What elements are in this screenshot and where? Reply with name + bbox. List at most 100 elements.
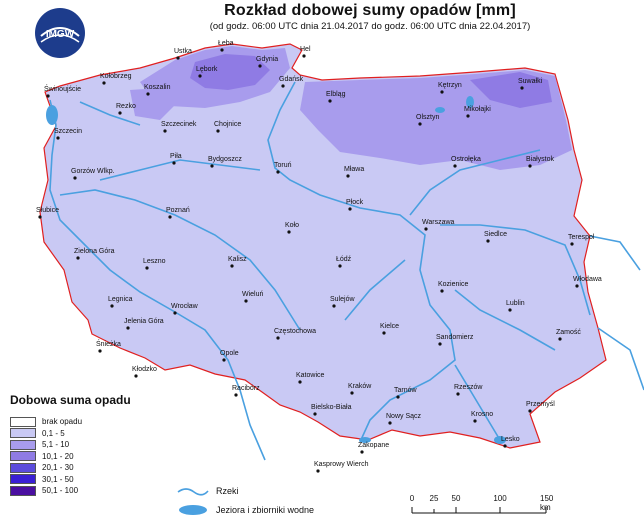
lakes-label: Jeziora i zbiorniki wodne bbox=[216, 505, 315, 515]
city-dot bbox=[276, 336, 280, 340]
city-dot bbox=[558, 337, 562, 341]
city-label: Poznań bbox=[166, 207, 190, 214]
river-south bbox=[239, 389, 266, 461]
city-dot bbox=[38, 215, 42, 219]
city-dot bbox=[281, 84, 285, 88]
city-label: Bydgoszcz bbox=[208, 156, 242, 163]
city-label: Leszno bbox=[143, 258, 166, 265]
city-label: Gdynia bbox=[256, 56, 279, 63]
city-label: Bielsko-Biała bbox=[311, 404, 352, 411]
lake-symbol-icon bbox=[179, 505, 207, 515]
city-dot bbox=[222, 358, 226, 362]
city-label: Elbląg bbox=[326, 91, 346, 98]
river-east-ext2 bbox=[597, 327, 644, 391]
scale-label-25: 25 bbox=[429, 494, 439, 503]
legend-label: brak opadu bbox=[42, 417, 83, 427]
river-north-pom bbox=[79, 101, 141, 126]
city-dot bbox=[438, 342, 442, 346]
city-label: Świnoujście bbox=[44, 86, 81, 93]
city-label: Suwałki bbox=[518, 78, 543, 85]
zone-10-20-northeast bbox=[470, 72, 552, 108]
city-label: Tarnów bbox=[394, 387, 417, 394]
city-dot bbox=[110, 304, 114, 308]
legend-item: 50,1 - 100 bbox=[10, 485, 82, 497]
city-dot bbox=[418, 122, 422, 126]
city-dot bbox=[346, 174, 350, 178]
river-legend: Rzeki bbox=[176, 486, 239, 496]
city-dot bbox=[440, 289, 444, 293]
city-label: Kasprowy Wierch bbox=[314, 461, 369, 468]
legend-swatch bbox=[10, 428, 36, 439]
city-dot bbox=[276, 170, 280, 174]
city-dot bbox=[360, 450, 364, 454]
city-dot bbox=[575, 284, 579, 288]
city-label: Zielona Góra bbox=[74, 248, 115, 255]
city-dot bbox=[424, 227, 428, 231]
city-dot bbox=[570, 242, 574, 246]
city-label: Koło bbox=[285, 222, 300, 229]
river-oder bbox=[49, 99, 241, 391]
city-label: Toruń bbox=[274, 162, 292, 169]
city-label: Mława bbox=[344, 166, 365, 173]
city-label: Łódź bbox=[336, 256, 352, 263]
legend-item: 30,1 - 50 bbox=[10, 474, 82, 486]
city-dot bbox=[528, 164, 532, 168]
city-label: Śnieżka bbox=[96, 341, 121, 348]
city-label: Opole bbox=[220, 350, 239, 357]
city-dot bbox=[73, 176, 77, 180]
city-dot bbox=[328, 99, 332, 103]
legend-swatch bbox=[10, 416, 36, 427]
city-dot bbox=[258, 64, 262, 68]
city-label: Terespol bbox=[568, 234, 595, 241]
city-dot bbox=[98, 349, 102, 353]
river-symbol-icon bbox=[177, 488, 209, 496]
legend-label: 10,1 - 20 bbox=[42, 451, 74, 461]
city-label: Kalisz bbox=[228, 256, 247, 263]
city-dot bbox=[440, 90, 444, 94]
legend-swatch bbox=[10, 462, 36, 473]
city-label: Kielce bbox=[380, 323, 400, 330]
city-label: Kozienice bbox=[438, 281, 469, 288]
scale-line bbox=[411, 507, 547, 514]
legend-title: Dobowa suma opadu bbox=[10, 393, 131, 407]
scale-label-150: 150 km bbox=[540, 494, 554, 512]
city-dot bbox=[176, 56, 180, 60]
legend-item: 5,1 - 10 bbox=[10, 439, 82, 451]
city-dot bbox=[118, 111, 122, 115]
river-narew bbox=[409, 149, 541, 216]
city-label: Gdańsk bbox=[279, 76, 304, 83]
scale-label-100: 100 bbox=[493, 494, 507, 503]
city-label: Kętrzyn bbox=[438, 82, 462, 89]
city-label: Mikołajki bbox=[464, 106, 491, 113]
city-label: Zamość bbox=[556, 329, 581, 336]
city-dot bbox=[302, 54, 306, 58]
city-label: Sulejów bbox=[330, 296, 355, 303]
city-dot bbox=[316, 469, 320, 473]
legend-label: 50,1 - 100 bbox=[42, 486, 79, 496]
city-dot bbox=[298, 380, 302, 384]
city-label: Białystok bbox=[526, 156, 555, 163]
river-pilica bbox=[344, 259, 406, 321]
river-east-ext bbox=[589, 235, 641, 271]
city-label: Warszawa bbox=[422, 219, 455, 226]
legend-item: brak opadu bbox=[10, 416, 82, 428]
map-title: Rozkład dobowej sumy opadów [mm] bbox=[224, 2, 516, 19]
city-label: Częstochowa bbox=[274, 328, 317, 335]
city-label: Legnica bbox=[108, 296, 133, 303]
lakes bbox=[46, 96, 506, 444]
legend-item: 10,1 - 20 bbox=[10, 451, 82, 463]
city-label: Hel bbox=[300, 46, 311, 53]
city-dot bbox=[220, 48, 224, 52]
lake-legend: Jeziora i zbiorniki wodne bbox=[176, 504, 314, 516]
city-dot bbox=[453, 164, 457, 168]
legend-swatch bbox=[10, 451, 36, 462]
city-dot bbox=[287, 230, 291, 234]
city-dot bbox=[234, 393, 238, 397]
city-label: Nowy Sącz bbox=[386, 413, 422, 420]
legend-swatch bbox=[10, 439, 36, 450]
precipitation-map bbox=[38, 43, 644, 473]
city-label: Lębork bbox=[196, 66, 218, 73]
city-dot bbox=[210, 164, 214, 168]
city-label: Wieluń bbox=[242, 291, 264, 298]
zone-5-10-koszalin bbox=[130, 88, 175, 120]
